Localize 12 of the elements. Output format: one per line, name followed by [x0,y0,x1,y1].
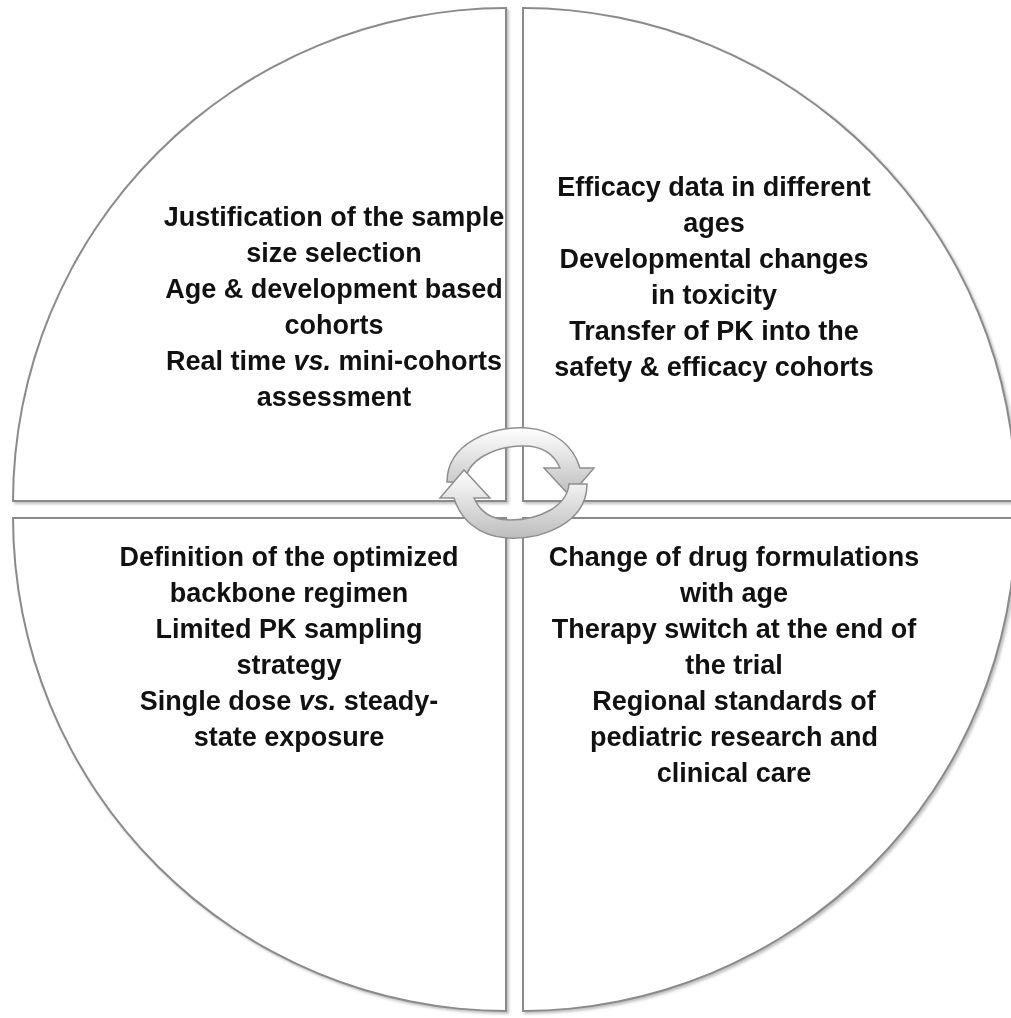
topic-text: Therapy switch at the end of the trial [550,613,918,682]
topic-text: Efficacy data in different ages [556,171,872,240]
topic-text: Single dose vs. steady-state exposure [138,685,440,754]
topic-text: Transfer of PK into the safety & efficacy cohorts [553,315,875,384]
quadrant-panel [522,517,1011,1012]
topic-text: Justification of the sample size selection [162,201,506,270]
topic-text: Real time vs. mini-cohorts assessment [164,345,504,414]
topic-text: Regional standards of pediatric research and clinical care [588,685,880,790]
topic-text: Change of drug formulations with age [547,541,921,610]
topic-text: Developmental changes in toxicity [558,243,870,312]
topic-text: Definition of the optimized backbone regimen [118,541,460,610]
quadrant-panel [522,7,1011,502]
